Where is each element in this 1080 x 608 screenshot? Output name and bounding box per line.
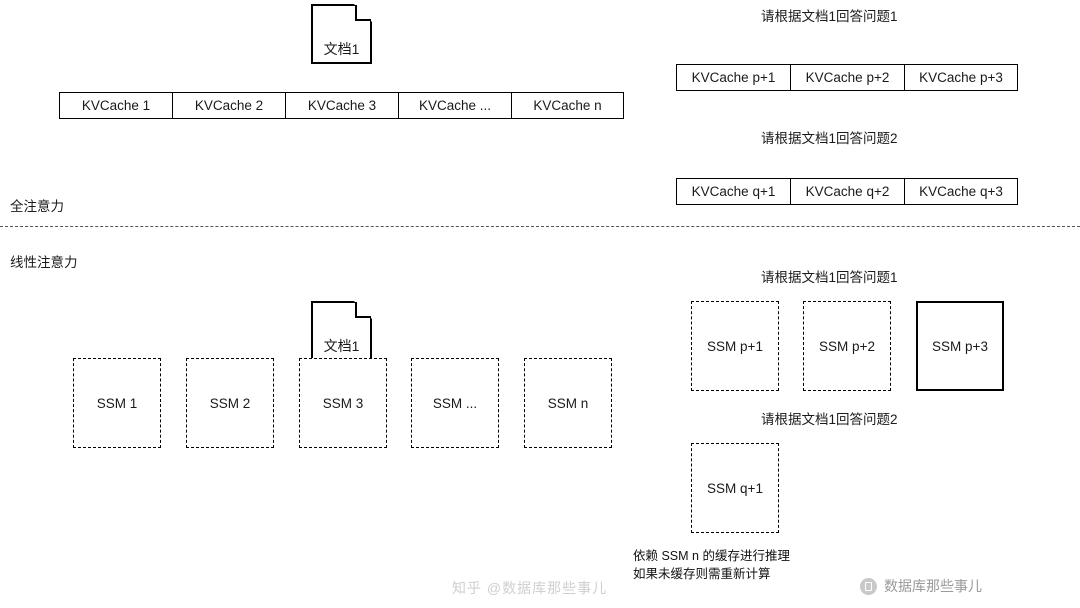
ssm-box: SSM ... <box>411 358 499 448</box>
document-icon-bottom: 文档1 <box>311 301 372 361</box>
kvcache-cell: KVCache 2 <box>172 92 285 119</box>
watermark-logo-icon <box>860 577 877 595</box>
kvcache-cell: KVCache q+2 <box>790 178 904 205</box>
section-label-linear-attention: 线性注意力 <box>10 255 78 270</box>
document-fold-edge-icon <box>355 5 371 21</box>
query1-label-top: 请根据文档1回答问题1 <box>761 9 898 24</box>
watermark-center: 知乎 @数据库那些事儿 <box>452 580 608 596</box>
kvcache-row-query2: KVCache q+1 KVCache q+2 KVCache q+3 <box>676 178 1018 205</box>
kvcache-row-document: KVCache 1 KVCache 2 KVCache 3 KVCache ..… <box>59 92 624 119</box>
kvcache-cell: KVCache n <box>511 92 624 119</box>
ssm-box: SSM n <box>524 358 612 448</box>
document-icon-top: 文档1 <box>311 4 372 64</box>
ssm-query-box: SSM q+1 <box>691 443 779 533</box>
document-fold-edge-icon <box>355 302 371 318</box>
watermark-right: 数据库那些事儿 <box>860 576 982 596</box>
ssm-query-box: SSM p+2 <box>803 301 891 391</box>
kvcache-cell: KVCache q+3 <box>904 178 1018 205</box>
query2-label-bottom: 请根据文档1回答问题2 <box>761 412 898 427</box>
section-divider <box>0 226 1080 227</box>
kvcache-cell: KVCache p+1 <box>676 64 790 91</box>
ssm-query-box: SSM p+3 <box>916 301 1004 391</box>
ssm-box: SSM 2 <box>186 358 274 448</box>
kvcache-cell: KVCache p+2 <box>790 64 904 91</box>
kvcache-cell: KVCache p+3 <box>904 64 1018 91</box>
document-label-bottom: 文档1 <box>323 338 360 354</box>
kvcache-cell: KVCache 1 <box>59 92 172 119</box>
kvcache-row-query1: KVCache p+1 KVCache p+2 KVCache p+3 <box>676 64 1018 91</box>
query2-label-top: 请根据文档1回答问题2 <box>761 131 898 146</box>
ssm-query-box: SSM p+1 <box>691 301 779 391</box>
query1-label-bottom: 请根据文档1回答问题1 <box>761 270 898 285</box>
kvcache-cell: KVCache 3 <box>285 92 398 119</box>
kvcache-cell: KVCache q+1 <box>676 178 790 205</box>
kvcache-cell: KVCache ... <box>398 92 511 119</box>
footnote-text: 依赖 SSM n 的缓存进行推理 如果未缓存则需重新计算 <box>633 549 790 582</box>
ssm-box: SSM 3 <box>299 358 387 448</box>
ssm-box: SSM 1 <box>73 358 161 448</box>
section-label-full-attention: 全注意力 <box>10 199 64 214</box>
document-label-top: 文档1 <box>323 41 360 57</box>
watermark-right-label: 数据库那些事儿 <box>884 578 982 594</box>
